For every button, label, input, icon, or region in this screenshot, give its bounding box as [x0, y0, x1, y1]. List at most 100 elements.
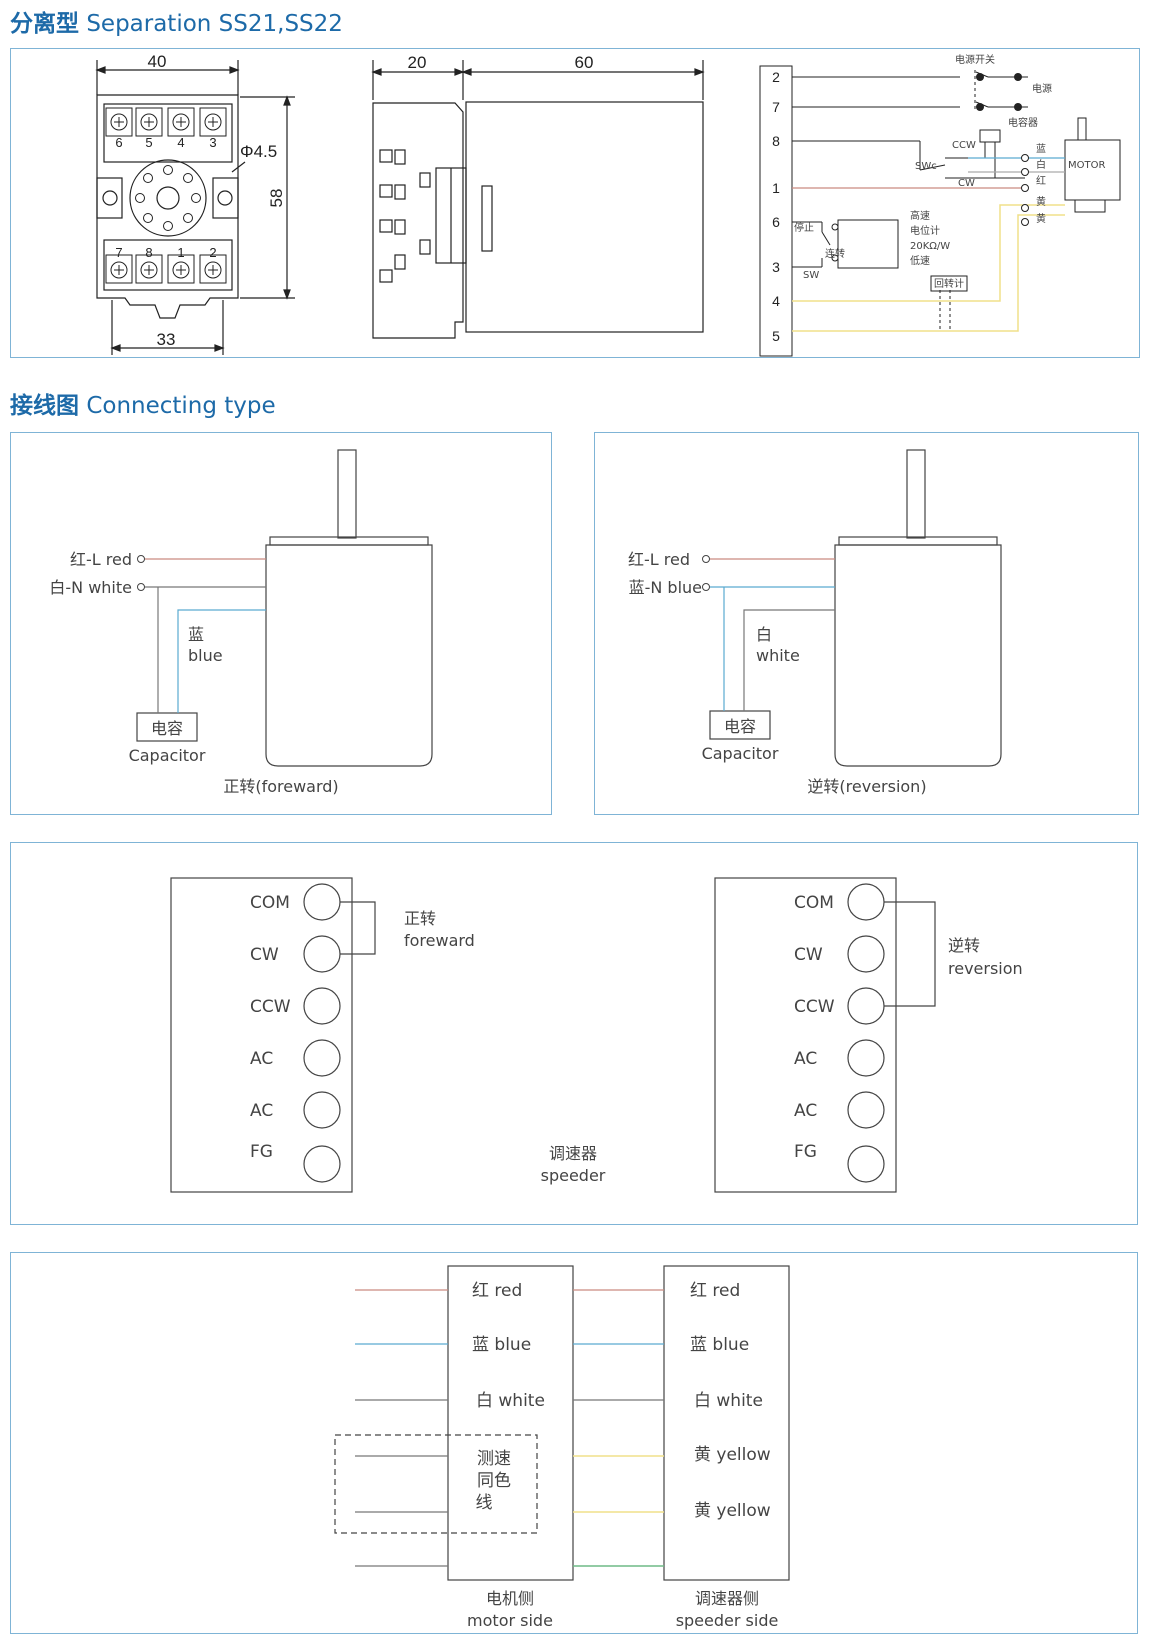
low-speed-label: 低速	[910, 254, 930, 267]
cw-label: CW	[958, 178, 975, 189]
dim-width-top: 40	[148, 52, 167, 71]
forward-caption: 正转(foreward)	[223, 777, 338, 796]
motor-note: 线	[476, 1493, 493, 1513]
run-label: 连转	[825, 247, 845, 260]
terminal-com: COM	[250, 893, 290, 913]
pin-label: 7	[115, 245, 122, 260]
pin-label: 5	[145, 135, 152, 150]
wire-red-label: 红	[1036, 174, 1046, 187]
speeder-row: 白 white	[694, 1391, 763, 1411]
wire-white-label: 白	[1036, 158, 1046, 171]
speeder-reverse-cn: 逆转	[948, 936, 980, 955]
speeder-side-en: speeder side	[676, 1611, 779, 1630]
reverse-cap-en: Capacitor	[702, 744, 779, 763]
tachometer-label: 回转计	[934, 277, 964, 290]
speeder-row: 蓝 blue	[690, 1335, 749, 1355]
motor-row: 红 red	[472, 1281, 522, 1301]
forward-panel	[10, 432, 552, 815]
reverse-white-en: white	[756, 646, 800, 665]
dim-width-bottom: 33	[157, 330, 176, 349]
terminal-label: 7	[772, 99, 780, 115]
terminal-ac: AC	[794, 1101, 817, 1121]
high-speed-label: 高速	[910, 209, 930, 222]
speeder-side-cn: 调速器侧	[695, 1589, 759, 1608]
wiring-panel	[10, 1252, 1138, 1634]
wire-yellow-label: 黄	[1036, 195, 1046, 208]
motor-row: 蓝 blue	[472, 1335, 531, 1355]
speeder-forward-en: foreward	[404, 931, 475, 950]
separation-heading-cn: 分离型	[10, 11, 79, 37]
socket-side-view	[371, 60, 705, 339]
pin-label: 8	[145, 245, 152, 260]
separation-heading: 分离型 Separation SS21,SS22	[10, 4, 343, 38]
terminal-cw: CW	[250, 945, 279, 965]
terminal-label: 2	[772, 69, 780, 85]
motor-side-en: motor side	[467, 1611, 553, 1630]
pin-label: 3	[209, 135, 216, 150]
motor-note: 同色	[477, 1471, 511, 1491]
terminal-label: 6	[772, 214, 780, 230]
motor-note: 测速	[477, 1449, 511, 1469]
motor-side-cn: 电机侧	[486, 1589, 534, 1608]
reverse-red-label: 红-L red	[628, 550, 690, 569]
terminal-ccw: CCW	[794, 997, 835, 1017]
terminal-fg: FG	[794, 1142, 817, 1162]
speeder-reverse-en: reversion	[948, 959, 1023, 978]
dim-hole: Φ4.5	[240, 142, 277, 161]
power-label: 电源	[1032, 82, 1052, 95]
wire-blue-label: 蓝	[1036, 143, 1046, 155]
terminal-label: 8	[772, 133, 780, 149]
ccw-label: CCW	[952, 140, 976, 151]
dim-height: 58	[267, 189, 286, 208]
forward-blue-en: blue	[188, 646, 223, 665]
speeder-row: 黄 yellow	[694, 1445, 771, 1465]
sw-label: SW	[803, 270, 819, 281]
forward-white-label: 白-N white	[49, 578, 132, 597]
terminal-fg: FG	[250, 1142, 273, 1162]
reverse-blue-label: 蓝-N blue	[629, 578, 702, 597]
connecting-heading-cn: 接线图	[10, 393, 79, 419]
separation-panel	[10, 48, 1140, 358]
terminal-label: 1	[772, 180, 780, 196]
forward-red-label: 红-L red	[70, 550, 132, 569]
dim-side-depth: 20	[408, 53, 427, 72]
speeder-row: 黄 yellow	[694, 1501, 771, 1521]
speeder-center-en: speeder	[541, 1166, 606, 1185]
terminal-label: 3	[772, 259, 780, 275]
pin-label: 2	[209, 245, 216, 260]
motor-row: 白 white	[476, 1391, 545, 1411]
forward-cap-cn: 电容	[151, 719, 183, 738]
terminal-ac: AC	[794, 1049, 817, 1069]
speeder-terminal-diagram: COM CW CCW AC AC FG COM CW CCW AC AC FG …	[170, 877, 1023, 1193]
terminal-label: 4	[772, 293, 780, 309]
dim-body-depth: 60	[575, 53, 594, 72]
terminal-ac: AC	[250, 1049, 273, 1069]
reverse-diagram: 红-L red 蓝-N blue 白 white 电容 Capacitor 逆转…	[628, 449, 1002, 796]
terminal-cw: CW	[794, 945, 823, 965]
forward-diagram: 红-L red 白-N white 蓝 blue 电容 Capacitor 正转…	[49, 449, 433, 796]
pot-value-label: 20KΩ/W	[910, 241, 950, 252]
swc-label: SWc	[915, 161, 937, 172]
pin-label: 6	[115, 135, 122, 150]
pin-label: 1	[177, 245, 184, 260]
stop-label: 停止	[794, 221, 814, 234]
reverse-panel	[594, 432, 1139, 815]
connecting-heading-en: Connecting type	[86, 393, 276, 419]
reverse-white-cn: 白	[756, 625, 772, 644]
power-switch-label: 电源开关	[955, 53, 995, 66]
reverse-cap-cn: 电容	[724, 717, 756, 736]
terminal-ac: AC	[250, 1101, 273, 1121]
terminal-ccw: CCW	[250, 997, 291, 1017]
wire-yellow-label: 黄	[1036, 212, 1046, 225]
speeder-panel	[10, 842, 1138, 1225]
terminal-com: COM	[794, 893, 834, 913]
connecting-heading: 接线图 Connecting type	[10, 386, 276, 420]
motor-label: MOTOR	[1068, 160, 1105, 171]
speeder-row: 红 red	[690, 1281, 740, 1301]
forward-cap-en: Capacitor	[129, 746, 206, 765]
speeder-center-cn: 调速器	[549, 1144, 597, 1163]
speeder-forward-cn: 正转	[404, 909, 436, 928]
pin-label: 4	[177, 135, 184, 150]
capacitor-label: 电容器	[1008, 116, 1038, 129]
